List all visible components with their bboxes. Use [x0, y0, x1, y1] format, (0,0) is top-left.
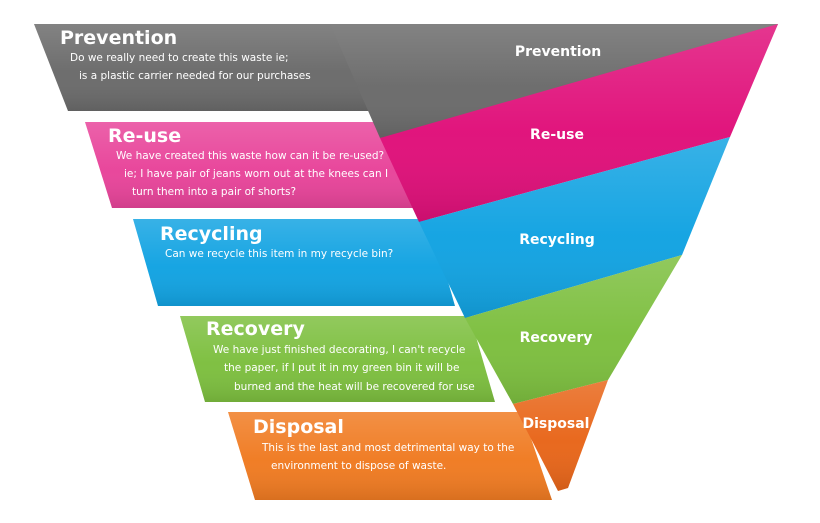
card-prevention-title: Prevention	[60, 27, 178, 49]
card-reuse-title: Re-use	[108, 125, 182, 147]
card-prevention-line-1: Do we really need to create this waste i…	[70, 52, 289, 64]
card-recovery-line-3: burned and the heat will be recovered fo…	[234, 381, 475, 393]
funnel-label-reuse: Re-use	[530, 127, 584, 143]
card-disposal-line-1: This is the last and most detrimental wa…	[262, 442, 515, 454]
funnel-label-recovery: Recovery	[519, 330, 593, 346]
card-recovery-line-2: the paper, if I put it in my green bin i…	[224, 362, 460, 374]
card-prevention-line-2: is a plastic carrier needed for our purc…	[79, 70, 311, 82]
card-recycling-title: Recycling	[160, 223, 263, 245]
funnel-label-disposal: Disposal	[522, 416, 590, 432]
card-recovery-line-1: We have just finished decorating, I can'…	[213, 344, 466, 356]
card-reuse-line-2: ie; I have pair of jeans worn out at the…	[124, 168, 389, 180]
funnel-label-prevention: Prevention	[514, 44, 602, 60]
card-recovery-title: Recovery	[206, 318, 305, 340]
funnel	[330, 24, 778, 491]
card-recycling-line-1: Can we recycle this item in my recycle b…	[165, 248, 394, 260]
card-reuse-line-1: We have created this waste how can it be…	[116, 150, 385, 162]
card-disposal-line-2: environment to dispose of waste.	[271, 460, 447, 472]
card-shapes	[34, 24, 552, 500]
funnel-label-recycling: Recycling	[519, 232, 595, 248]
card-disposal-title: Disposal	[253, 416, 344, 438]
card-reuse-line-3: turn them into a pair of shorts?	[132, 186, 297, 198]
